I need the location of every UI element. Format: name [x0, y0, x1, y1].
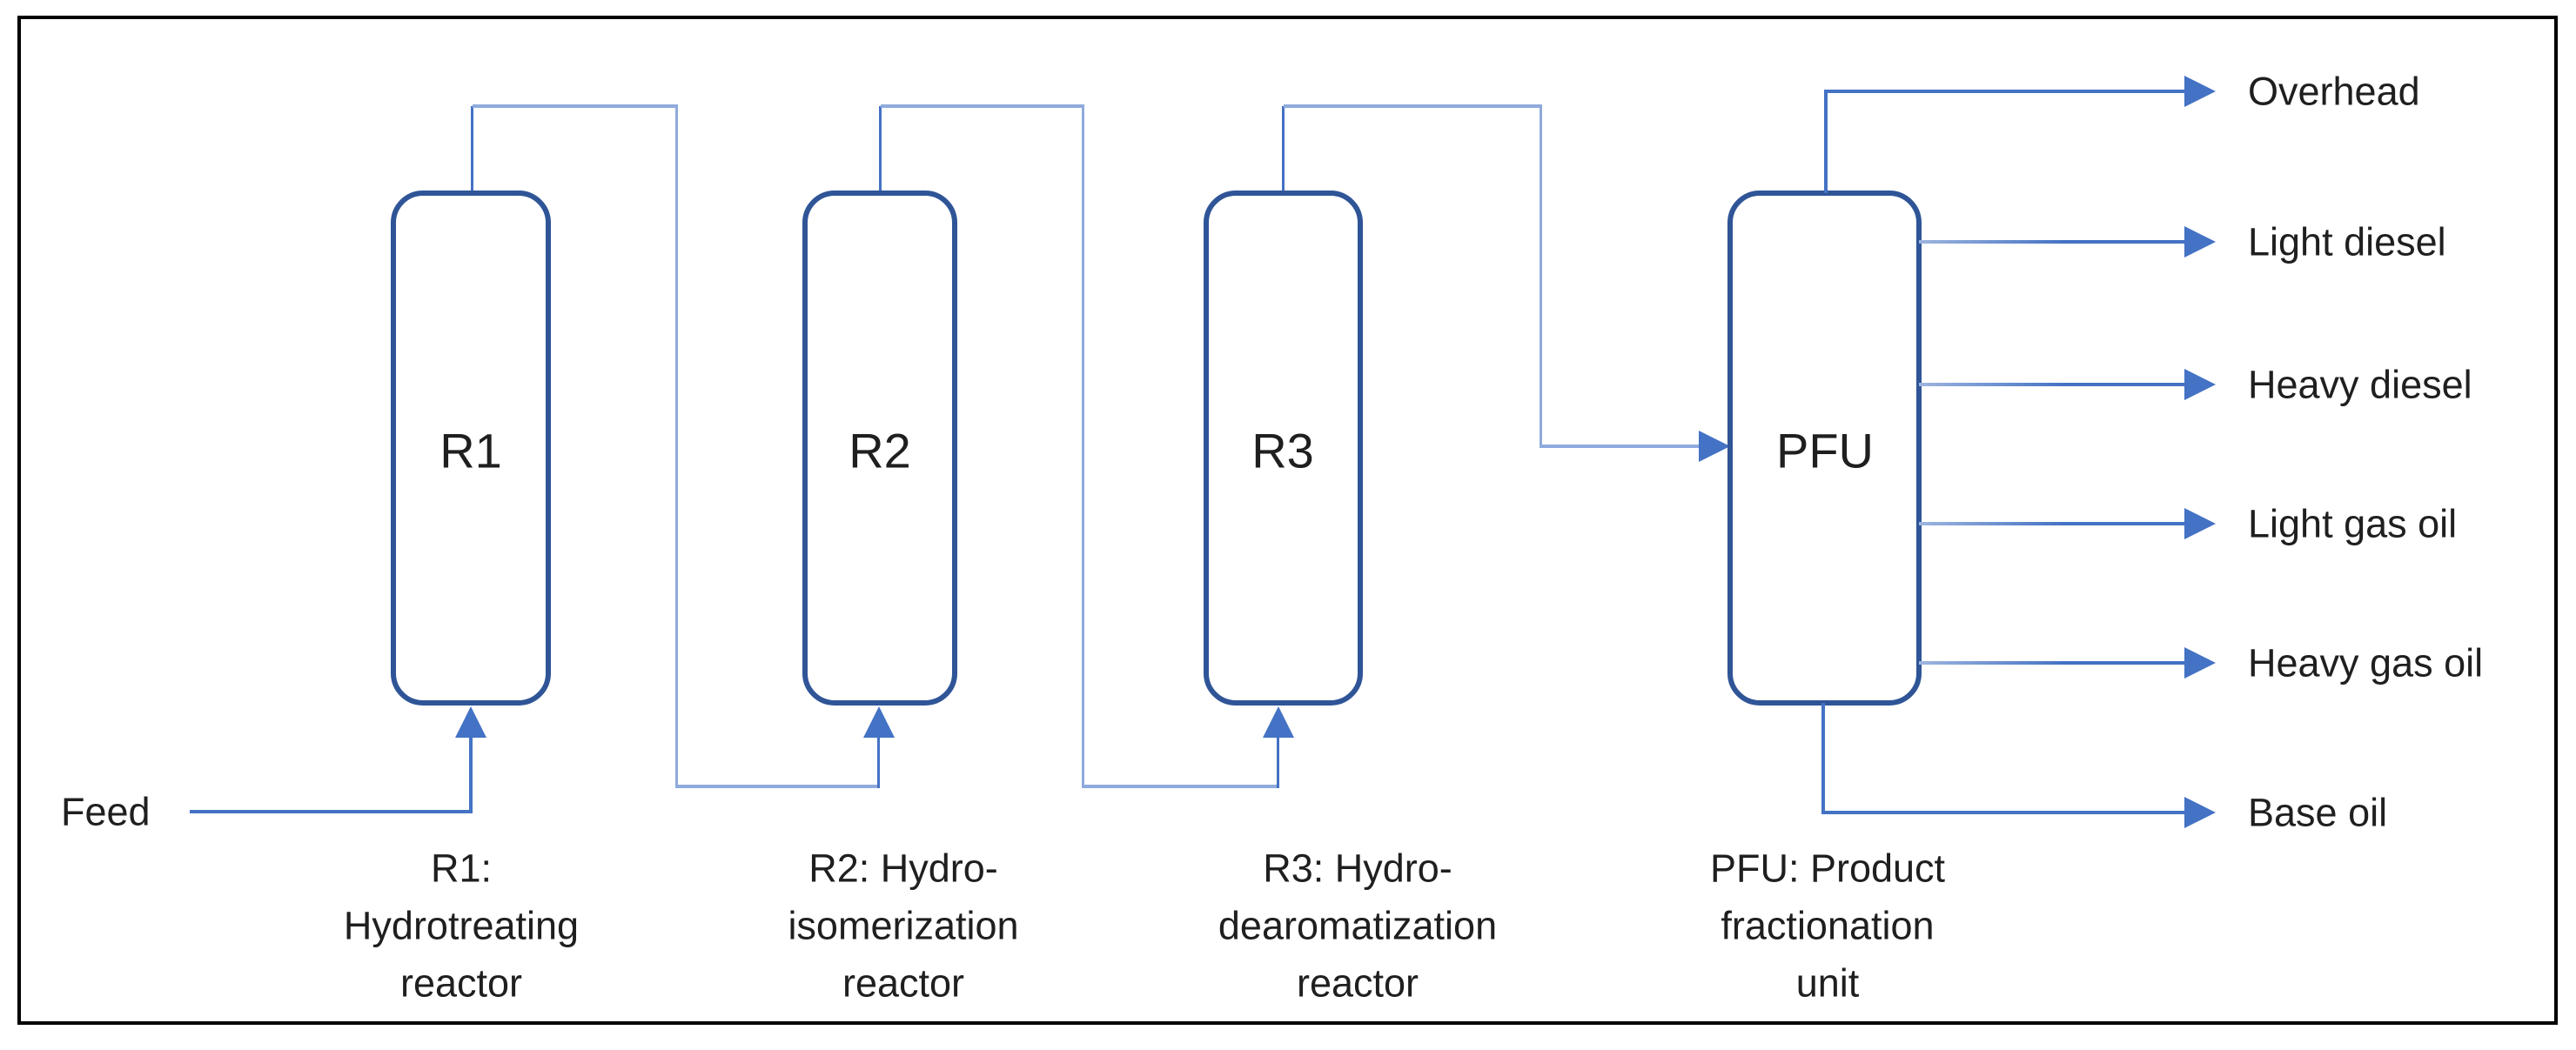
- transfer-r3-to-pfu: [1282, 104, 1730, 462]
- r2-inlet-stem: [877, 736, 880, 788]
- stream-label-light-diesel: Light diesel: [2248, 220, 2446, 264]
- arrow-right-heavy-gas-oil-icon: [2184, 647, 2216, 679]
- base-oil-line: [1821, 811, 2184, 814]
- output-heavy-gas-oil: Heavy gas oil: [1919, 641, 2483, 686]
- heavy-diesel-line: [1919, 383, 2184, 386]
- output-light-gas-oil: Light gas oil: [1919, 502, 2457, 546]
- overhead-line: [1824, 90, 2184, 93]
- transfer-r1-to-r2: [471, 104, 895, 788]
- caption-r2-line-1: R2: Hydro-: [808, 846, 998, 891]
- vessel-r1-body: [391, 191, 551, 706]
- caption-r3: R3: Hydro- dearomatization reactor: [1218, 846, 1497, 1006]
- feed-line-vertical: [469, 736, 473, 813]
- output-base-oil: Base oil: [1821, 703, 2387, 835]
- stream-label-light-gas-oil: Light gas oil: [2248, 502, 2457, 546]
- r3-pfu-top-horizontal: [1284, 104, 1542, 108]
- stream-label-base-oil: Base oil: [2248, 791, 2387, 835]
- r2-r3-bottom-horizontal: [1082, 785, 1279, 788]
- caption-r1-line-1: R1:: [431, 846, 492, 891]
- vessel-pfu: PFU: [1727, 191, 1922, 706]
- caption-r1-line-2: Hydrotreating: [344, 904, 579, 948]
- stream-label-heavy-diesel: Heavy diesel: [2248, 363, 2472, 407]
- feed-line-horizontal: [190, 810, 473, 813]
- arrow-right-base-oil-icon: [2184, 797, 2216, 828]
- vessel-r2-body: [802, 191, 957, 706]
- heavy-gas-oil-line: [1919, 661, 2184, 665]
- r1-r2-down-leg: [675, 104, 678, 788]
- caption-pfu-line-1: PFU: Product: [1710, 846, 1946, 891]
- caption-pfu-line-3: unit: [1796, 961, 1860, 1006]
- arrow-right-overhead-icon: [2184, 76, 2216, 107]
- arrow-right-heavy-diesel-icon: [2184, 369, 2216, 400]
- caption-r2: R2: Hydro- isomerization reactor: [788, 846, 1018, 1006]
- arrow-right-light-gas-oil-icon: [2184, 508, 2216, 539]
- vessels: R1 R2 R3 PFU: [391, 191, 1922, 706]
- output-light-diesel: Light diesel: [1919, 220, 2446, 264]
- arrow-right-light-diesel-icon: [2184, 226, 2216, 257]
- light-gas-oil-line: [1919, 522, 2184, 525]
- r1-r2-top-horizontal: [473, 104, 678, 108]
- caption-r1: R1: Hydrotreating reactor: [344, 846, 579, 1006]
- vessel-r3-body: [1204, 191, 1363, 706]
- r3-pfu-down-leg: [1540, 104, 1542, 446]
- caption-pfu: PFU: Product fractionation unit: [1710, 846, 1946, 1006]
- transfer-r2-to-r3: [879, 104, 1294, 788]
- stream-label-overhead: Overhead: [2248, 70, 2420, 114]
- vessel-r2-label: R2: [849, 424, 911, 478]
- vessel-r3: R3: [1204, 191, 1363, 706]
- r1-r2-bottom-horizontal: [675, 785, 880, 788]
- feed-stream: Feed: [61, 706, 486, 834]
- r2-top-outlet-line: [879, 106, 882, 193]
- caption-r2-line-2: isomerization: [788, 904, 1018, 948]
- r1-top-outlet-line: [471, 106, 473, 193]
- caption-r3-line-3: reactor: [1297, 961, 1419, 1006]
- vessel-r1-label: R1: [439, 424, 502, 478]
- caption-r1-line-3: reactor: [400, 961, 522, 1006]
- caption-r3-line-2: dearomatization: [1218, 904, 1497, 948]
- overhead-riser-line: [1824, 91, 1828, 193]
- r2-r3-down-leg: [1082, 104, 1084, 788]
- light-diesel-line: [1919, 240, 2184, 244]
- caption-r2-line-3: reactor: [842, 961, 964, 1006]
- vessel-r1: R1: [391, 191, 551, 706]
- diagram-frame: [17, 16, 2558, 1025]
- caption-pfu-line-2: fractionation: [1721, 904, 1934, 948]
- output-heavy-diesel: Heavy diesel: [1919, 363, 2472, 407]
- base-oil-downcomer-line: [1821, 703, 1825, 813]
- vessel-pfu-label: PFU: [1776, 424, 1874, 478]
- r3-top-outlet-line: [1282, 106, 1285, 193]
- vessel-r3-label: R3: [1251, 424, 1314, 478]
- r3-inlet-stem: [1277, 736, 1279, 788]
- arrow-up-into-r2-icon: [863, 706, 895, 738]
- vessel-r2: R2: [802, 191, 957, 706]
- feed-label: Feed: [61, 790, 151, 834]
- vessel-captions: R1: Hydrotreating reactor R2: Hydro- iso…: [344, 846, 1946, 1006]
- pfu-inlet-horizontal: [1540, 445, 1700, 448]
- arrow-up-into-r3-icon: [1263, 706, 1294, 738]
- caption-r3-line-1: R3: Hydro-: [1263, 846, 1452, 891]
- arrow-right-into-pfu-icon: [1699, 431, 1730, 462]
- stream-label-heavy-gas-oil: Heavy gas oil: [2248, 641, 2483, 686]
- arrow-up-into-r1-icon: [455, 706, 486, 738]
- r2-r3-top-horizontal: [881, 104, 1084, 108]
- output-overhead: Overhead: [1824, 70, 2420, 193]
